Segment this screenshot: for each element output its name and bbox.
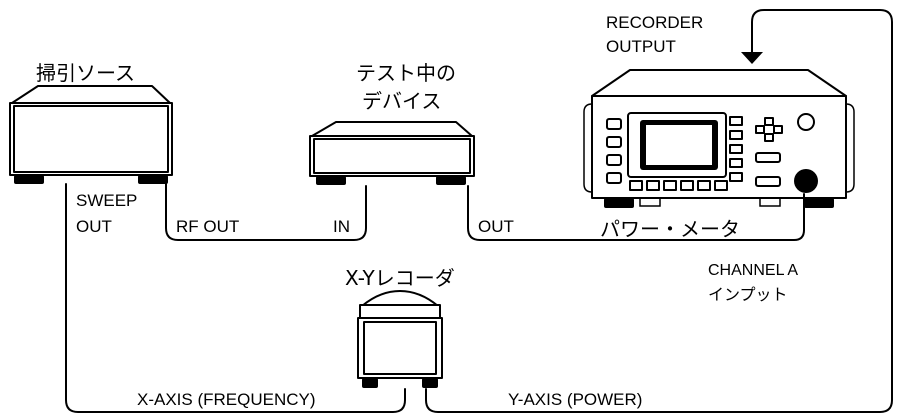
dut-title-line2: デバイス bbox=[362, 89, 441, 113]
y-axis-label: Y-AXIS (POWER) bbox=[508, 390, 642, 409]
dut-title-line1: テスト中の bbox=[356, 61, 456, 85]
xy-recorder bbox=[357, 290, 443, 388]
sweep-out-label-2: OUT bbox=[76, 217, 112, 236]
device-under-test bbox=[309, 121, 475, 185]
channel-a-input-label: インプット bbox=[708, 285, 788, 304]
dut-output-cable bbox=[467, 185, 805, 241]
channel-a-label: CHANNEL A bbox=[708, 262, 798, 279]
dut-in-label: IN bbox=[333, 217, 350, 236]
recorder-output-label-2: OUTPUT bbox=[606, 37, 676, 56]
rf-cable bbox=[165, 183, 367, 241]
sweep-source bbox=[9, 85, 173, 184]
rf-out-label: RF OUT bbox=[176, 217, 239, 236]
y-axis-cable bbox=[425, 9, 893, 413]
sweep-out-label-1: SWEEP bbox=[76, 191, 137, 210]
power-meter bbox=[583, 69, 855, 208]
x-axis-label: X-AXIS (FREQUENCY) bbox=[137, 390, 316, 409]
recorder-output-label-1: RECORDER bbox=[606, 13, 703, 32]
x-axis-cable bbox=[65, 183, 406, 413]
sweep-source-title: 掃引ソース bbox=[36, 61, 135, 85]
power-meter-label: パワー・メータ bbox=[600, 217, 740, 241]
recorder-output-arrow bbox=[741, 52, 763, 64]
xy-recorder-title: X-Yレコーダ bbox=[345, 266, 455, 290]
dut-out-label: OUT bbox=[478, 217, 514, 236]
